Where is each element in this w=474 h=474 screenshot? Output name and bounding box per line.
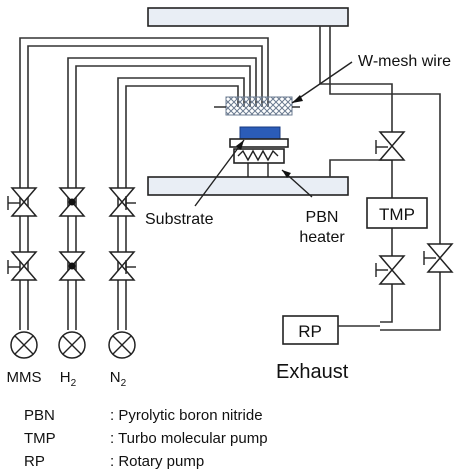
pbn-heater-label-1: PBN	[306, 209, 339, 226]
legend-abbr: PBN	[24, 407, 55, 424]
substrate-label: Substrate	[145, 211, 214, 228]
legend-row-rp: RP : Rotary pump	[24, 450, 268, 473]
abbreviation-legend: PBN : Pyrolytic boron nitride TMP : Turb…	[24, 404, 268, 473]
legend-row-pbn: PBN : Pyrolytic boron nitride	[24, 404, 268, 427]
valve-h2-upper[interactable]	[58, 187, 86, 217]
h2-label: H2	[60, 369, 77, 389]
exhaust-label: Exhaust	[276, 361, 349, 383]
legend-abbr: RP	[24, 453, 45, 470]
valve-tmp-lower[interactable]	[375, 255, 406, 285]
gas-source-n2	[108, 331, 136, 359]
chamber-top-flange	[147, 7, 349, 27]
tmp-label: TMP	[379, 205, 415, 224]
w-mesh-wire	[225, 96, 293, 116]
w-mesh-label: W-mesh wire	[358, 53, 451, 70]
rp-label: RP	[298, 322, 322, 341]
valve-h2-lower[interactable]	[58, 251, 86, 281]
legend-desc: : Pyrolytic boron nitride	[110, 407, 263, 424]
valve-n2-lower[interactable]	[108, 251, 136, 281]
pbn-heater-label-2: heater	[299, 229, 345, 246]
mms-label: MMS	[7, 369, 42, 386]
substrate-holder	[229, 138, 289, 148]
gas-source-h2	[58, 331, 86, 359]
legend-desc: : Turbo molecular pump	[110, 430, 268, 447]
gas-source-mms	[10, 331, 38, 359]
valve-bypass[interactable]	[423, 243, 454, 273]
substrate	[239, 126, 281, 140]
pbn-heater	[233, 148, 285, 164]
valve-tmp-upper[interactable]	[375, 131, 406, 161]
n2-label: N2	[110, 369, 127, 389]
label-arrows	[194, 61, 353, 207]
legend-abbr: TMP	[24, 430, 56, 447]
rp-box	[282, 315, 339, 345]
chamber-bottom-flange	[147, 176, 349, 196]
legend-row-tmp: TMP : Turbo molecular pump	[24, 427, 268, 450]
tmp-box	[366, 197, 428, 229]
valve-n2-upper[interactable]	[108, 187, 136, 217]
valve-mms-upper[interactable]	[7, 187, 38, 217]
valve-mms-lower[interactable]	[7, 251, 38, 281]
legend-desc: : Rotary pump	[110, 453, 205, 470]
